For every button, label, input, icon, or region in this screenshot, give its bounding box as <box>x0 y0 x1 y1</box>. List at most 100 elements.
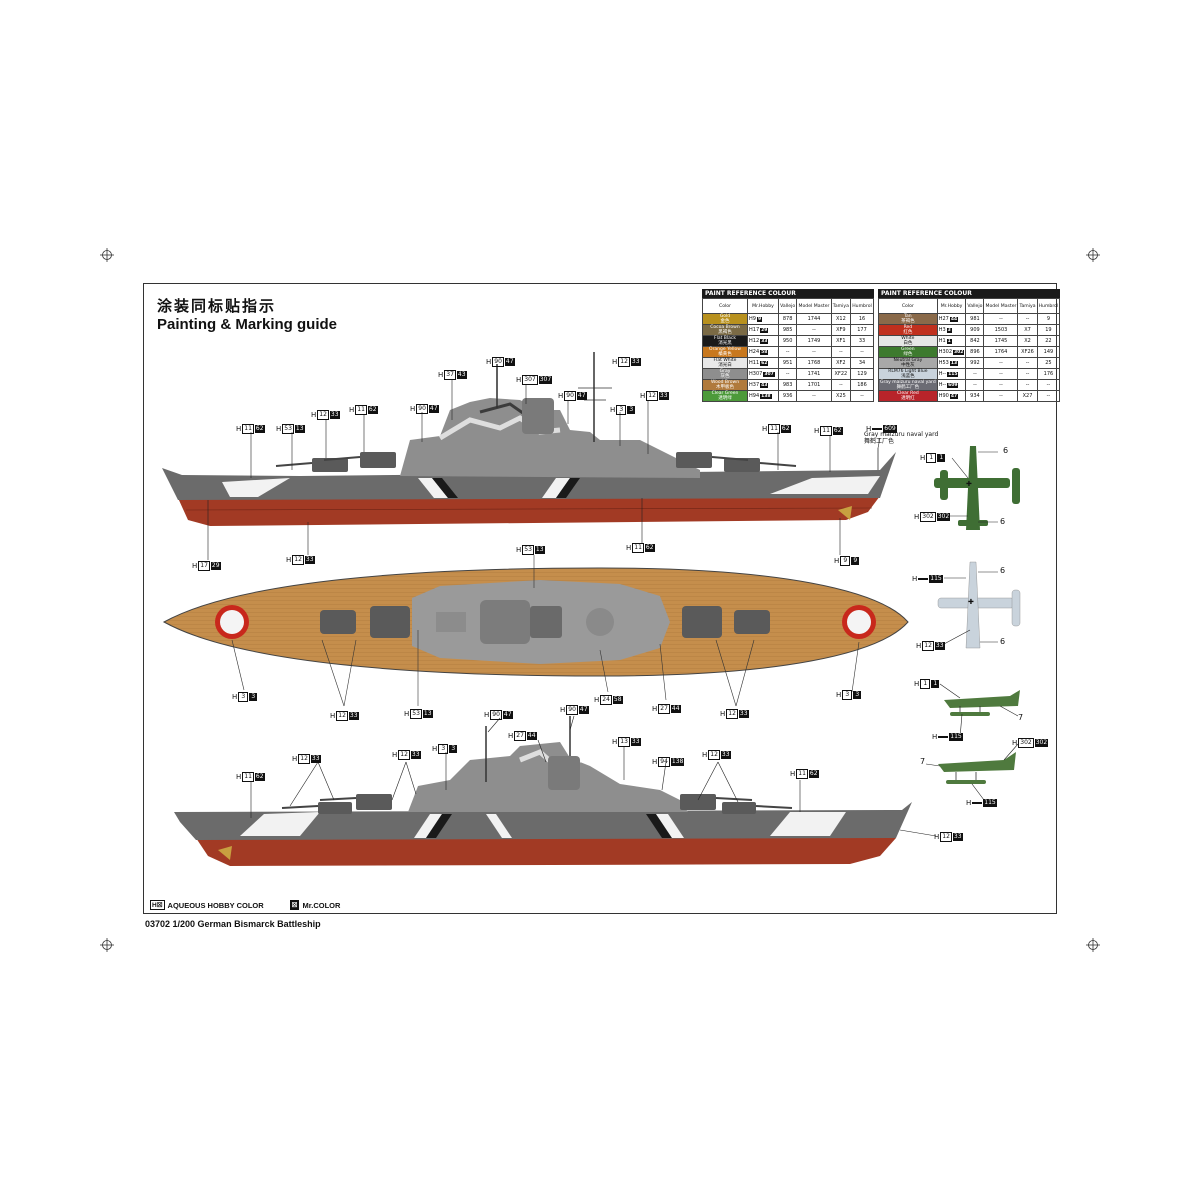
aqueous-code: 3 <box>438 744 449 754</box>
h-prefix: H <box>311 411 317 419</box>
h-prefix: H <box>702 751 708 759</box>
aqueous-code: 37 <box>444 370 456 380</box>
tamiya-code: X25 <box>830 390 852 402</box>
plane-label: 6 <box>1000 566 1006 575</box>
aqueous-code: 37 <box>752 382 760 388</box>
aqueous-code: 11 <box>242 424 254 434</box>
aircraft-arado-side-1 <box>944 690 1020 716</box>
registration-mark-bottom-right <box>1086 938 1100 952</box>
h-prefix: H <box>286 556 292 564</box>
title-chinese: 涂装同标贴指示 <box>157 297 277 315</box>
aqueous-code: 9 <box>752 316 756 322</box>
h-prefix: H <box>866 425 872 433</box>
mrcolor-code: 13 <box>949 360 959 366</box>
h-prefix: H <box>938 371 943 377</box>
mrcolor-code: 138 <box>670 758 685 766</box>
h-prefix: H <box>932 733 938 741</box>
color-legend: H☒ AQUEOUS HOBBY COLOR ☒ Mr.COLOR <box>150 900 340 910</box>
vallejo-code: 934 <box>965 390 985 402</box>
humbrol-code: -- <box>1036 390 1061 402</box>
aqueous-code: 11 <box>752 360 760 366</box>
aqueous-code: 3 <box>942 327 946 333</box>
h-prefix: H <box>920 454 926 462</box>
h-prefix: H <box>966 799 972 807</box>
legend-mrcolor: ☒ Mr.COLOR <box>289 900 340 910</box>
aqueous-code: 94 <box>658 757 670 767</box>
mrcolor-mark: ☒ <box>289 900 300 910</box>
h-prefix: H <box>1012 739 1018 747</box>
aqueous-code: 1 <box>926 453 937 463</box>
vallejo-code: 992 <box>965 357 985 369</box>
mrcolor-code: 47 <box>949 393 959 399</box>
aqueous-code: 1 <box>920 679 931 689</box>
aqueous-code <box>918 578 929 580</box>
aqueous-code: 302 <box>1018 738 1034 748</box>
h-prefix: H <box>749 349 753 355</box>
starboard-profile <box>162 352 896 560</box>
mrcolor-code: 33 <box>760 338 769 344</box>
h-prefix: H <box>484 711 490 719</box>
aqueous-code: 12 <box>752 338 760 344</box>
vallejo-code: 896 <box>965 346 985 358</box>
mrcolor-code: 33 <box>329 411 340 419</box>
h-prefix: H <box>276 425 282 433</box>
h-prefix: H <box>558 392 564 400</box>
h-prefix: H <box>914 680 920 688</box>
h-prefix: H <box>749 327 753 333</box>
turret-dora <box>724 458 760 472</box>
funnel <box>522 398 554 434</box>
h-prefix: H <box>516 546 522 554</box>
h-prefix: H <box>404 710 410 718</box>
svg-text:✚: ✚ <box>968 598 974 606</box>
mrcolor-code: 115 <box>929 575 943 583</box>
h-prefix: H <box>610 406 616 414</box>
aqueous-code <box>938 736 949 738</box>
mrcolor-code: 62 <box>254 425 265 433</box>
h-prefix: H <box>938 360 943 366</box>
paint-reference-table-right: PAINT REFERENCE COLOUR Color Mr.Hobby Va… <box>878 289 1061 402</box>
aqueous-code: 27 <box>658 704 670 714</box>
mrcolor-code: 3 <box>449 745 458 753</box>
mrcolor-code: 33 <box>658 392 669 400</box>
mrcolor-code: 29 <box>210 562 221 570</box>
mrcolor-code: 609 <box>947 382 959 388</box>
aqueous-code: 11 <box>242 772 254 782</box>
aqueous-label: AQUEOUS HOBBY COLOR <box>167 900 264 910</box>
vallejo-code: 909 <box>965 324 985 336</box>
aqueous-code: 11 <box>796 769 808 779</box>
mrcolor-code: 33 <box>952 833 963 841</box>
aqueous-code: 307 <box>522 375 538 385</box>
aqueous-code: 302 <box>942 349 952 355</box>
mrcolor-code: 9 <box>851 557 860 565</box>
aqueous-code: 12 <box>618 357 630 367</box>
mrcolor-code: 3 <box>249 693 258 701</box>
aqueous-code: 11 <box>355 405 367 415</box>
swatch: Clear Red 透明红 <box>878 390 938 402</box>
h-prefix: H <box>914 513 920 521</box>
